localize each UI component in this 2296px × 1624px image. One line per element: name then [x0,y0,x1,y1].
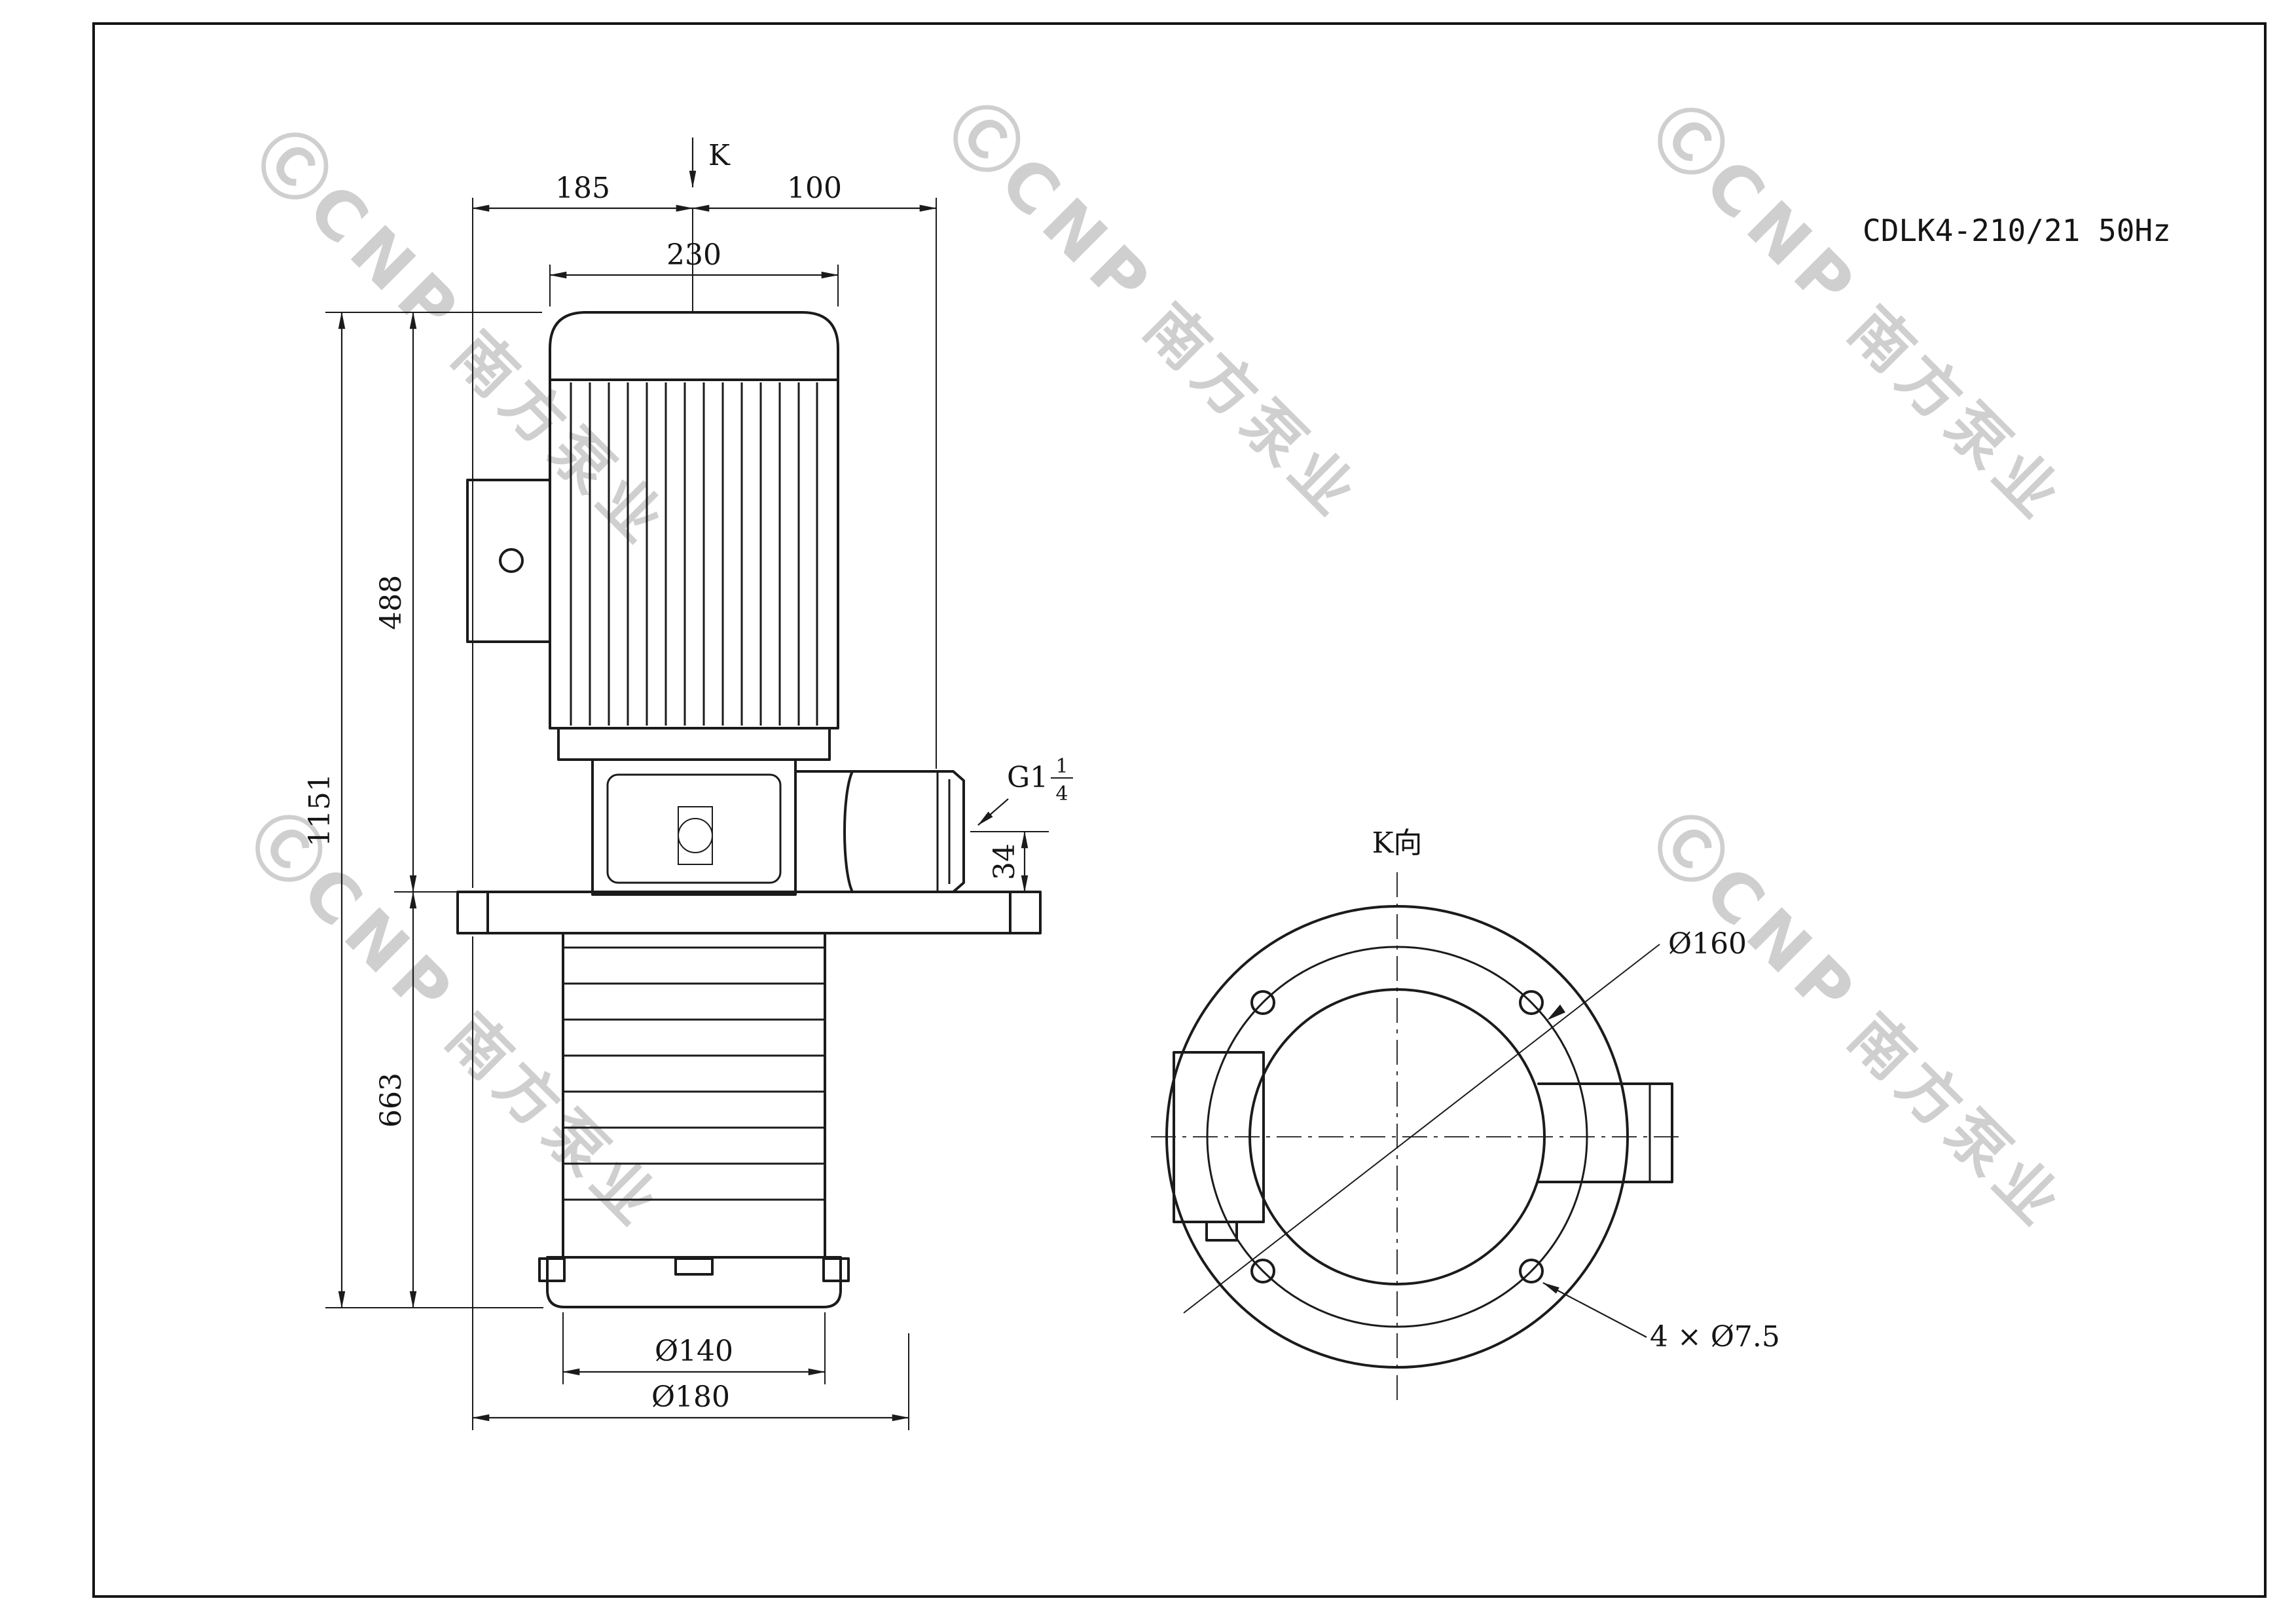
dimensions: 185 100 230 K 488 1151 663 34 G1 1 4 Ø14… [303,138,1780,1430]
dim-663: 663 [374,1073,408,1128]
coupling-window [606,773,782,884]
dim-bolt-holes: 4 × Ø7.5 [1650,1320,1780,1354]
stage-lines [563,946,825,1201]
label-thread-size: G1 [1007,761,1048,794]
dim-185: 185 [555,172,610,205]
terminal-box-notch [1205,1221,1238,1242]
dim-230: 230 [666,238,721,272]
shaft-coupling-bolt [678,818,713,853]
leader-arrowhead [1547,1005,1565,1020]
cup-tab [538,1257,566,1282]
terminal-box [466,479,551,643]
motor-cap [549,311,839,381]
discharge-port [843,770,854,893]
label-thread-numerator: 1 [1055,755,1068,778]
side-view [456,311,1042,1308]
flange-outer-circle [1165,905,1629,1369]
motor-fins [570,382,818,726]
dim-1151: 1151 [303,773,337,847]
thread-leader [977,798,1009,826]
suction-cup [546,1256,842,1308]
drawing-frame [92,22,2267,1598]
label-thread-denominator: 4 [1055,783,1068,805]
label-k-arrow: K [708,139,731,172]
cup-plug [674,1257,714,1276]
bolt-hole [1519,1259,1544,1283]
bore-circle [1248,988,1546,1285]
dim-dia-180: Ø180 [651,1380,730,1414]
discharge-port-top [1537,1082,1673,1183]
dim-dia-140: Ø140 [655,1335,733,1368]
k-view [1151,872,1684,1403]
dim-488: 488 [374,575,408,630]
bolt-hole [1519,990,1544,1015]
cup-tab [822,1257,850,1282]
bolt-holes-leader [1542,1282,1647,1338]
dim-dia-160: Ø160 [1668,927,1747,961]
bolt-hole [1250,1259,1275,1283]
terminal-box-gland [499,548,524,573]
drawing-title: CDLK4-210/21 50Hz [1863,213,2171,248]
dim-100: 100 [787,172,842,205]
bolt-circle [1206,946,1588,1328]
coupling-housing [591,758,797,896]
bolt-circle-leader [1183,944,1660,1314]
bolt-hole [1250,990,1275,1015]
label-k-view: K向 [1372,826,1423,860]
dim-34: 34 [988,843,1021,880]
